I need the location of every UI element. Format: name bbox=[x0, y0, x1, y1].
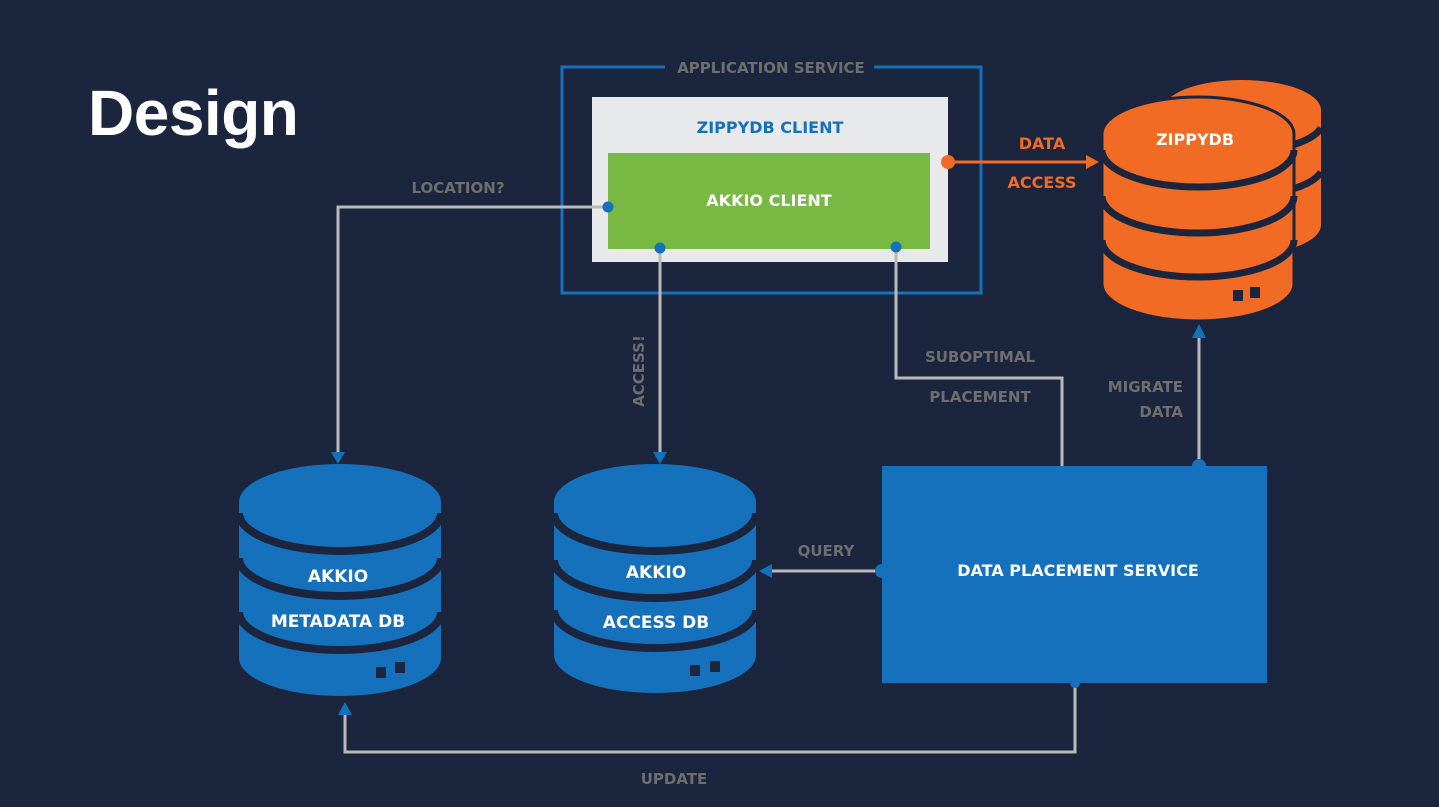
application-service-frame[interactable]: APPLICATION SERVICE bbox=[560, 59, 983, 295]
arrow-up-icon bbox=[338, 702, 352, 715]
query-label: QUERY bbox=[798, 542, 856, 560]
connector-dot bbox=[890, 241, 902, 253]
connector-dot bbox=[941, 155, 955, 169]
access-label: ACCESS! bbox=[630, 335, 648, 407]
zippydb-client-label: ZIPPYDB CLIENT bbox=[697, 118, 844, 137]
access-db-node[interactable]: AKKIO ACCESS DB bbox=[550, 464, 760, 693]
arrow-up-icon bbox=[1192, 324, 1206, 338]
arrow-down-icon bbox=[331, 452, 345, 464]
query-connector: QUERY bbox=[759, 542, 889, 578]
location-label: LOCATION? bbox=[411, 179, 504, 197]
application-service-label: APPLICATION SERVICE bbox=[677, 59, 865, 77]
data-access-connector: DATA ACCESS bbox=[941, 134, 1099, 192]
update-label: UPDATE bbox=[641, 770, 708, 788]
suboptimal-label: SUBOPTIMAL bbox=[925, 348, 1036, 366]
placement-label: PLACEMENT bbox=[929, 388, 1031, 406]
akkio-client-box[interactable]: AKKIO CLIENT bbox=[608, 153, 930, 249]
metadata-db-node[interactable]: AKKIO METADATA DB bbox=[235, 464, 445, 696]
migrate-label: MIGRATE bbox=[1108, 378, 1183, 396]
slide-title: Design bbox=[88, 77, 299, 149]
migrate-data-connector: MIGRATE DATA bbox=[1108, 324, 1206, 473]
arrow-right-icon bbox=[1086, 155, 1099, 169]
connector-dot bbox=[602, 201, 614, 213]
access-connector: ACCESS! bbox=[630, 242, 667, 464]
connector-dot bbox=[654, 242, 666, 254]
zippydb-node[interactable]: ZIPPYDB bbox=[1098, 80, 1324, 323]
access-label-orange: ACCESS bbox=[1007, 173, 1076, 192]
database-icon bbox=[235, 464, 445, 696]
database-stack-icon bbox=[1098, 80, 1324, 323]
migrate-data-label: DATA bbox=[1139, 403, 1183, 421]
metadata-db-label-line1: AKKIO bbox=[308, 567, 368, 587]
data-label: DATA bbox=[1019, 134, 1066, 153]
data-placement-service-box[interactable]: DATA PLACEMENT SERVICE bbox=[882, 466, 1267, 683]
data-placement-service-label: DATA PLACEMENT SERVICE bbox=[957, 561, 1199, 580]
metadata-db-label-line2: METADATA DB bbox=[271, 612, 405, 632]
location-connector: LOCATION? bbox=[331, 179, 614, 464]
arrow-left-icon bbox=[759, 564, 772, 578]
access-db-label-line1: AKKIO bbox=[626, 563, 686, 583]
update-connector: UPDATE bbox=[338, 678, 1080, 788]
arrow-down-icon bbox=[653, 452, 667, 464]
suboptimal-placement-connector: SUBOPTIMAL PLACEMENT bbox=[890, 241, 1064, 466]
access-db-label-line2: ACCESS DB bbox=[603, 613, 709, 633]
zippydb-label: ZIPPYDB bbox=[1156, 130, 1234, 149]
database-icon bbox=[550, 464, 760, 693]
akkio-client-label: AKKIO CLIENT bbox=[706, 191, 832, 210]
